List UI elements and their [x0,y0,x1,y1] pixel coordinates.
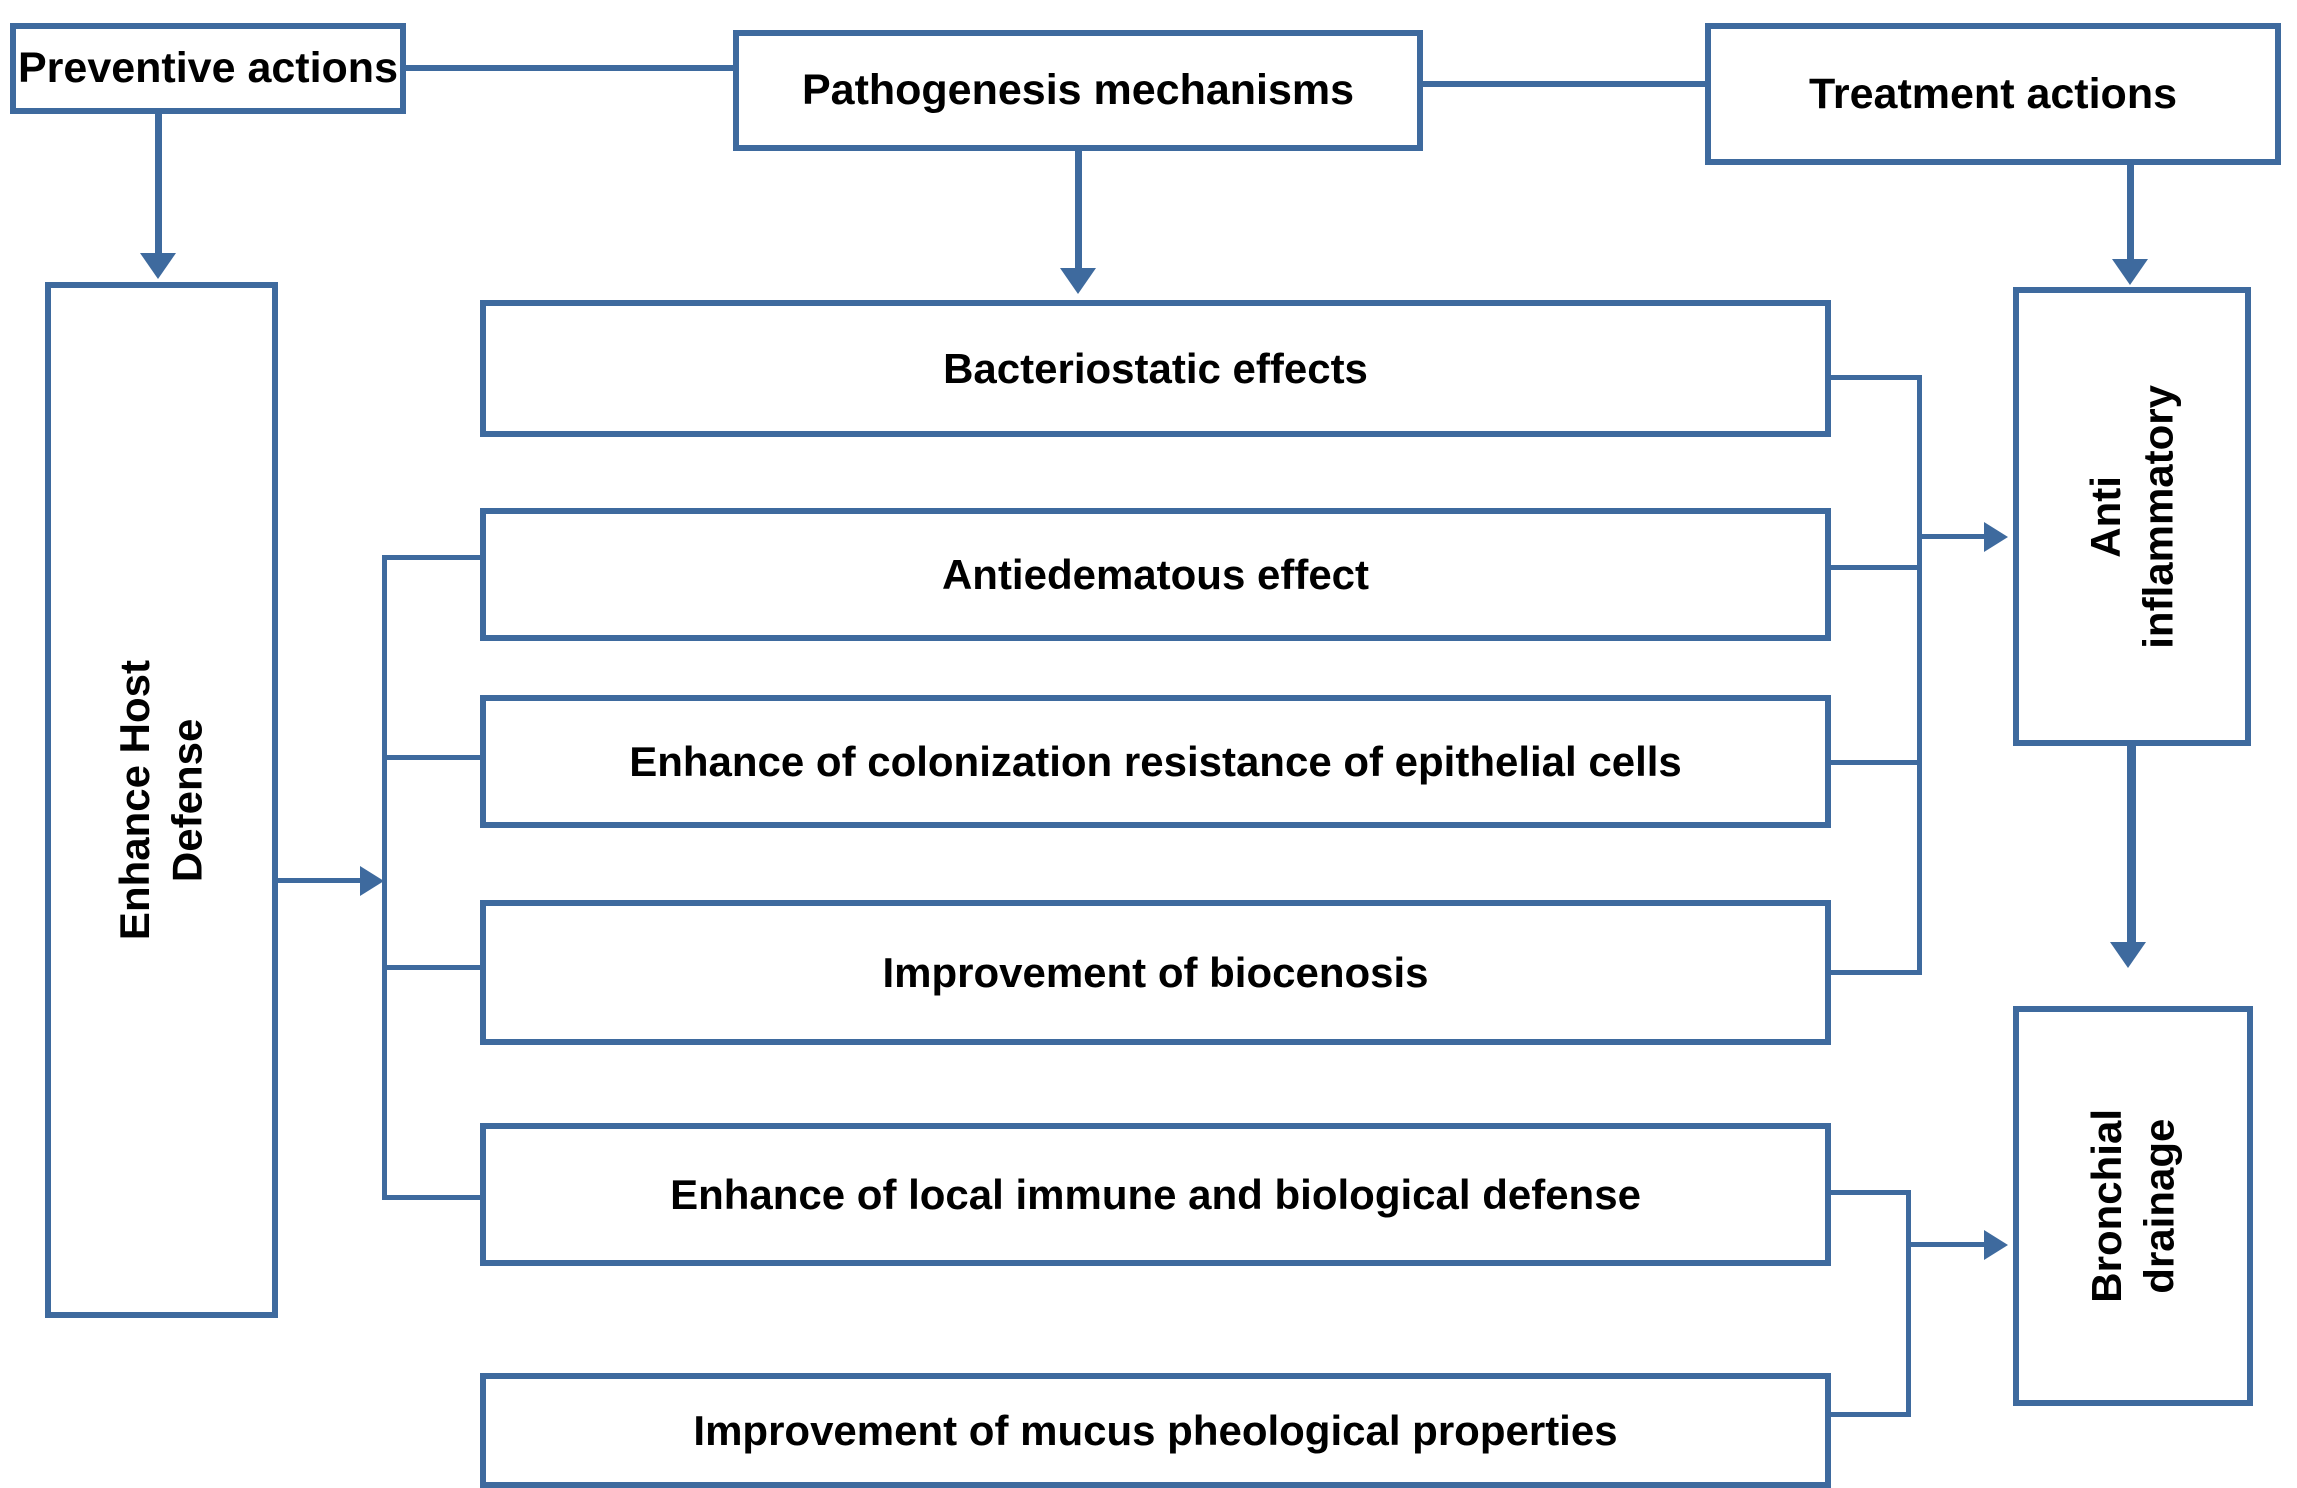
bus-left-vertical [382,555,387,1200]
stub-local-immune-defense-to-bus [1830,1190,1910,1195]
stub-mucus-properties-to-bus [1830,1412,1910,1417]
stub-bus-to-antiedematous [382,555,482,560]
node-treatment-actions[interactable]: Treatment actions [1705,23,2281,165]
node-anti-inflammatory-label: Anti inflammatory [2081,384,2182,649]
connector-bus-to-bronchial-drainage [1906,1242,1991,1247]
stub-bus-to-local-immune-defense [382,1195,482,1200]
stub-biocenosis-to-bus [1830,970,1922,975]
node-pathogenesis-mechanisms[interactable]: Pathogenesis mechanisms [733,30,1423,151]
stub-bus-to-colonization-resistance [382,755,482,760]
node-anti-inflammatory[interactable]: Anti inflammatory [2013,287,2251,746]
node-bacteriostatic-effects[interactable]: Bacteriostatic effects [480,300,1831,437]
arrowhead-anti-inflammatory-to-bronchial [2110,942,2146,968]
node-local-immune-biological-defense[interactable]: Enhance of local immune and biological d… [480,1123,1831,1266]
node-antiedematous-effect-label: Antiedematous effect [941,550,1370,598]
arrowhead-bus-to-bronchial-drainage [1984,1230,2008,1260]
node-preventive-actions[interactable]: Preventive actions [10,23,406,114]
node-colonization-resistance[interactable]: Enhance of colonization resistance of ep… [480,695,1831,828]
node-improvement-biocenosis-label: Improvement of biocenosis [882,948,1429,996]
node-bronchial-drainage-label: Bronchial drainage [2082,1109,2183,1303]
stub-bacteriostatic-to-bus [1830,375,1922,380]
node-mucus-pheological-properties[interactable]: Improvement of mucus pheological propert… [480,1373,1831,1488]
node-colonization-resistance-label: Enhance of colonization resistance of ep… [629,737,1682,785]
connector-host-defense-to-bus [278,878,370,883]
node-enhance-host-defense-label: Enhance Host Defense [111,659,211,941]
connector-treatment-to-anti-inflammatory [2127,165,2134,263]
stub-colonization-resistance-to-bus [1830,760,1922,765]
node-treatment-actions-label: Treatment actions [1809,69,2177,118]
connector-anti-inflammatory-to-bronchial [2127,746,2136,946]
arrowhead-pathogenesis-to-center [1060,268,1096,294]
node-antiedematous-effect[interactable]: Antiedematous effect [480,508,1831,641]
node-local-immune-biological-defense-label: Enhance of local immune and biological d… [670,1170,1641,1218]
node-improvement-biocenosis[interactable]: Improvement of biocenosis [480,900,1831,1045]
node-bronchial-drainage[interactable]: Bronchial drainage [2013,1006,2253,1406]
stub-antiedematous-to-bus [1830,565,1922,570]
stub-bus-to-biocenosis [382,965,482,970]
node-enhance-host-defense[interactable]: Enhance Host Defense [45,282,278,1318]
arrowhead-treatment-to-anti-inflammatory [2112,259,2148,285]
connector-preventive-to-pathogenesis [406,65,733,71]
arrowhead-host-defense-to-bus [360,866,384,896]
node-pathogenesis-mechanisms-label: Pathogenesis mechanisms [801,66,1355,115]
arrowhead-preventive-to-host-defense [140,253,176,279]
connector-preventive-to-host-defense [155,114,162,257]
connector-pathogenesis-to-center [1075,151,1082,272]
bus-right-upper-vertical [1917,375,1922,975]
bus-right-lower-vertical [1906,1190,1911,1417]
node-preventive-actions-label: Preventive actions [17,44,398,93]
arrowhead-bus-to-anti-inflammatory [1984,522,2008,552]
connector-bus-to-anti-inflammatory [1917,534,1991,539]
connector-pathogenesis-to-treatment [1423,81,1705,87]
node-mucus-pheological-properties-label: Improvement of mucus pheological propert… [693,1406,1618,1454]
node-bacteriostatic-effects-label: Bacteriostatic effects [943,344,1368,392]
